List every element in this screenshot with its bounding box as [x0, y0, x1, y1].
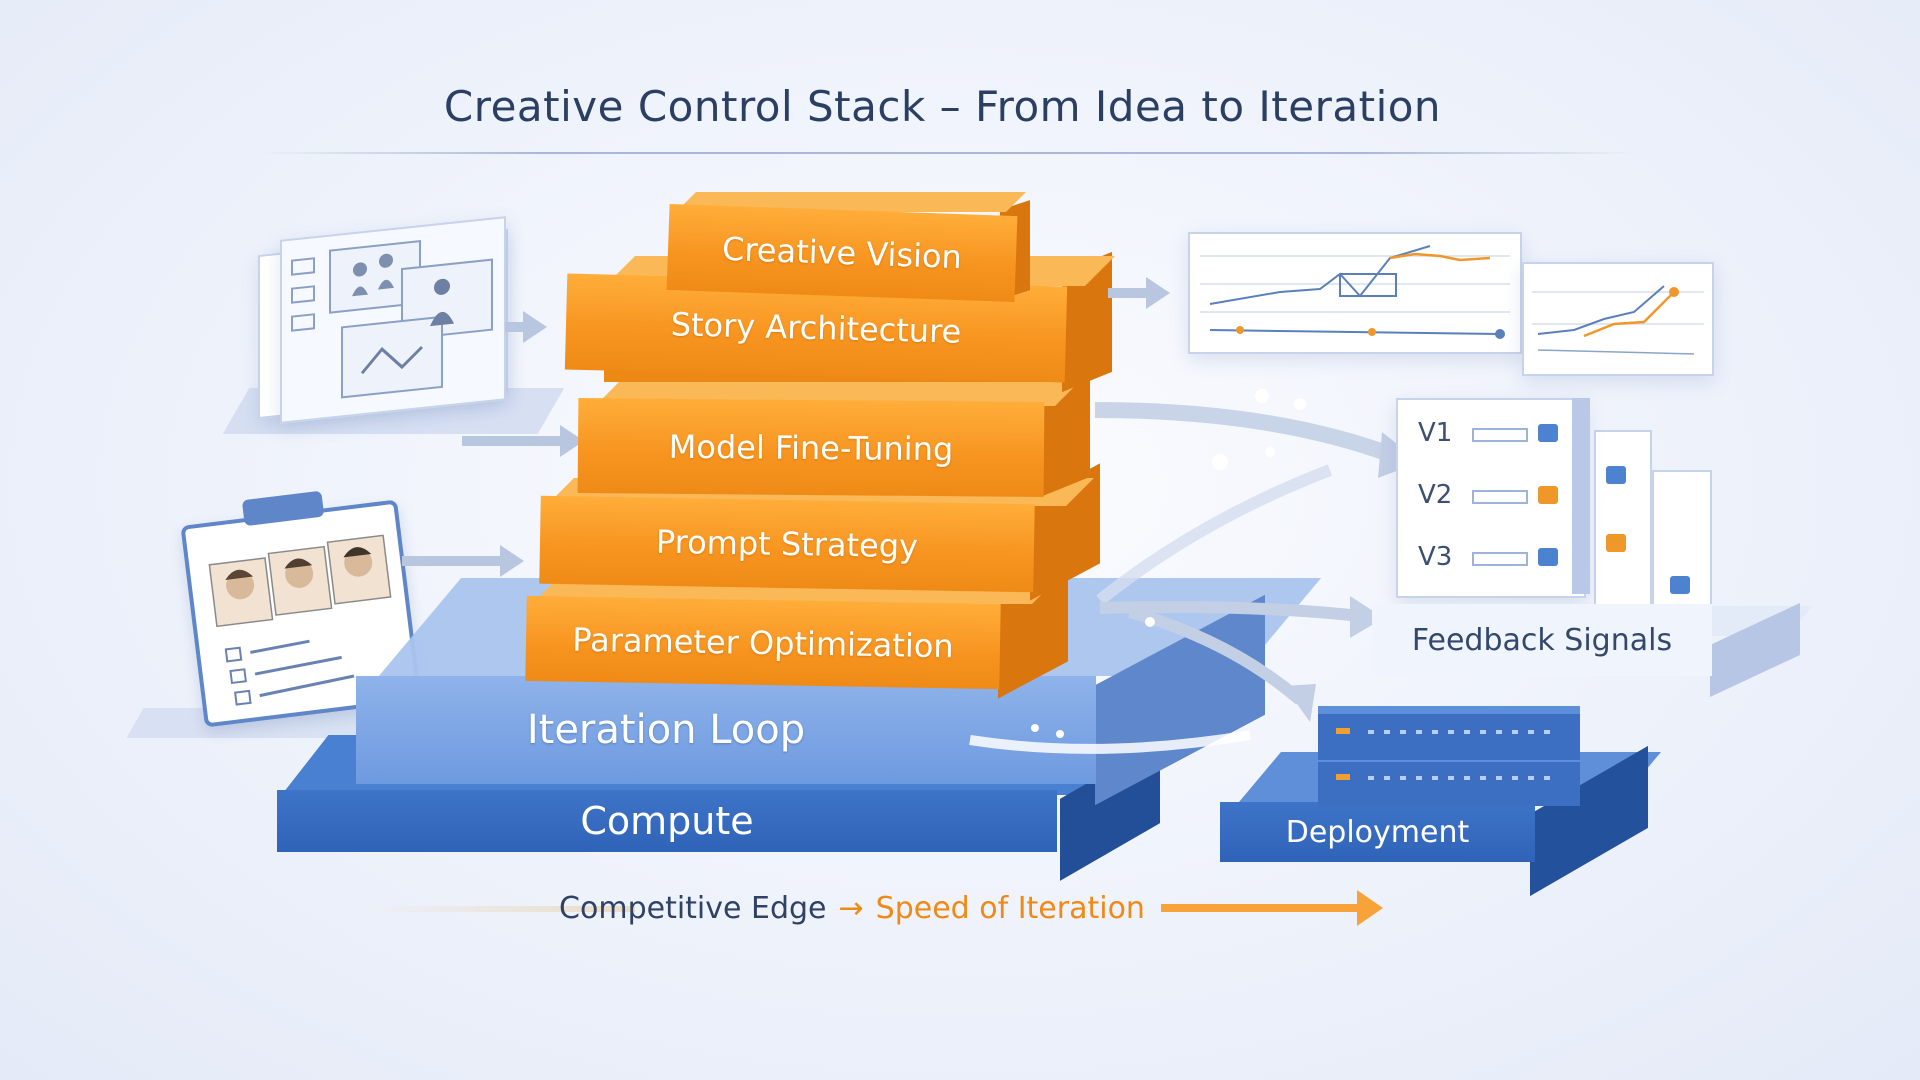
arrow-to-deployment-head	[1284, 684, 1316, 722]
thumbs-up-icon	[1538, 424, 1558, 442]
feedback-signals-panel: Feedback Signals	[1372, 604, 1712, 676]
storyboard-panel-front	[280, 216, 506, 424]
server-leds-icon	[1336, 774, 1350, 780]
server-dots-icon	[1368, 776, 1558, 780]
iteration-loop-layer: Iteration Loop	[356, 676, 1096, 784]
line-chart-icon	[1200, 245, 1510, 339]
version-card-back-1	[1594, 430, 1652, 614]
version-bar	[1472, 552, 1528, 566]
deployment-platform: Deployment	[1220, 802, 1535, 862]
diagram-title: Creative Control Stack – From Idea to It…	[443, 82, 1442, 131]
arrow-to-feedback-head	[1350, 596, 1384, 638]
compute-layer: Compute	[277, 790, 1057, 852]
versions-card-side	[1572, 398, 1590, 594]
storyboard-sketch-icon	[291, 240, 493, 399]
arrow-loop-curve	[1096, 464, 1333, 605]
deployment-label: Deployment	[1285, 814, 1470, 850]
version-label: V2	[1418, 480, 1453, 510]
version-label: V3	[1418, 542, 1453, 572]
version-label: V1	[1418, 418, 1453, 448]
version-row-v2: V2	[1418, 480, 1452, 510]
trend-chart-panel	[1522, 262, 1714, 376]
thumbs-up-icon	[1606, 534, 1626, 552]
arrow-clipboard-to-stack	[402, 545, 524, 577]
character-faces-icon	[208, 534, 392, 706]
server-unit-bottom	[1318, 756, 1580, 806]
arrow-storyboard-to-stack	[505, 311, 547, 343]
caption-left-rule	[370, 906, 635, 912]
compute-label: Compute	[580, 799, 754, 843]
arrow-to-feedback	[1099, 601, 1361, 622]
thumbs-up-icon	[1538, 486, 1558, 504]
version-bar	[1472, 428, 1528, 442]
version-row-v3: V3	[1418, 542, 1452, 572]
arrow-loop-return	[969, 730, 1251, 754]
thumbs-up-icon	[1538, 548, 1558, 566]
server-leds-icon	[1336, 728, 1350, 734]
iteration-loop-label: Iteration Loop	[526, 707, 806, 753]
title-divider	[260, 152, 1640, 154]
thumbs-up-icon	[1606, 466, 1626, 484]
server-unit-top	[1318, 706, 1580, 760]
arrow-right-icon: →	[838, 890, 864, 926]
trend-line-icon	[1532, 285, 1704, 355]
thumbs-up-icon	[1670, 576, 1690, 594]
arrow-to-deployment	[1128, 606, 1304, 705]
competitive-edge-label: Competitive Edge	[559, 890, 827, 926]
speed-of-iteration-label: Speed of Iteration	[875, 890, 1145, 926]
server-dots-icon	[1368, 730, 1558, 734]
competitive-edge-caption: Competitive Edge → Speed of Iteration	[370, 888, 1550, 928]
arrow-to-versions	[1094, 402, 1395, 463]
orange-arrow-icon	[1160, 890, 1383, 926]
feedback-signals-label: Feedback Signals	[1411, 622, 1673, 658]
version-row-v1: V1	[1418, 418, 1452, 448]
version-bar	[1472, 490, 1528, 504]
analytics-chart-panel	[1188, 232, 1522, 354]
arrow-stack-to-chart	[1108, 277, 1170, 309]
clipboard	[180, 490, 422, 728]
